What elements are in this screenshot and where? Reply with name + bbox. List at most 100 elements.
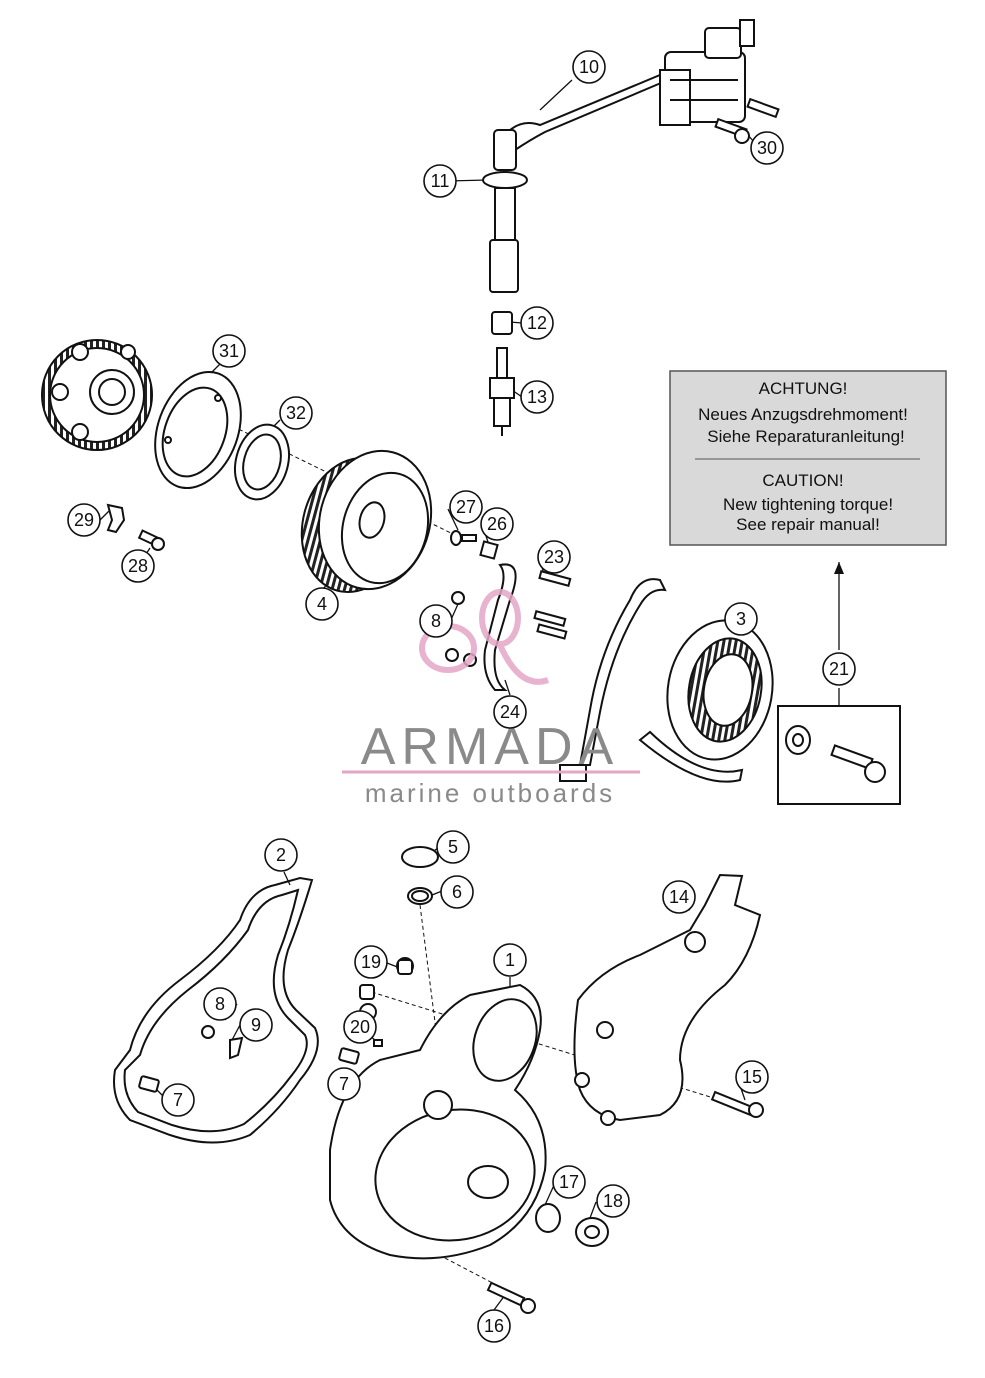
callout-circle <box>750 131 784 165</box>
callout-c8b: 8 <box>203 987 237 1021</box>
washer-27-nut-26 <box>450 530 499 560</box>
notice-de-line2: Siehe Reparaturanleitung! <box>707 427 905 446</box>
callout-c31: 31 <box>212 334 246 368</box>
callout-c10: 10 <box>572 50 606 84</box>
callout-circle <box>662 880 696 914</box>
callout-label: 29 <box>74 510 94 530</box>
notice-en-line2: See repair manual! <box>736 515 880 534</box>
callout-label: 28 <box>128 556 148 576</box>
bolts-15-16 <box>359 959 764 1314</box>
plug-5-oring-6 <box>401 846 439 905</box>
notice-de-title: ACHTUNG! <box>759 379 848 398</box>
callout-label: 3 <box>736 609 746 629</box>
oring-17-plug-18 <box>535 1203 609 1247</box>
callout-circle <box>477 1309 511 1343</box>
bolt-washer-21 <box>777 705 901 805</box>
plug-terminal-nut <box>491 311 513 335</box>
callout-c21: 21 <box>822 652 856 686</box>
callout-circle <box>67 503 101 537</box>
callout-label: 12 <box>527 313 547 333</box>
callout-circle <box>264 838 298 872</box>
arrow-head-icon <box>834 562 844 574</box>
callout-c23: 23 <box>537 540 571 574</box>
bearing-ring-32 <box>234 423 290 501</box>
callout-c30: 30 <box>750 131 784 165</box>
callout-c17: 17 <box>552 1165 586 1199</box>
callout-circle <box>520 380 554 414</box>
callout-label: 16 <box>484 1316 504 1336</box>
clip-29-bolt-28 <box>106 503 165 551</box>
flywheel-rotor <box>300 449 433 594</box>
callout-label: 23 <box>544 547 564 567</box>
callout-circle <box>343 1010 377 1044</box>
callout-circle <box>203 987 237 1021</box>
callout-label: 32 <box>286 403 306 423</box>
notice-de-line1: Neues Anzugsdrehmoment! <box>698 405 908 424</box>
callout-label: 7 <box>339 1074 349 1094</box>
callout-c12: 12 <box>520 306 554 340</box>
callout-label: 11 <box>431 171 450 191</box>
callout-label: 8 <box>215 994 225 1014</box>
starter-gear <box>41 339 153 451</box>
callout-circle <box>354 945 388 979</box>
ignition-coil <box>503 19 755 152</box>
callout-circle <box>520 306 554 340</box>
callout-c4: 4 <box>305 587 339 621</box>
watermark-brand: ARMADA <box>361 718 619 776</box>
callout-circle <box>423 164 457 198</box>
callout-label: 7 <box>173 1090 183 1110</box>
callout-c8a: 8 <box>419 604 453 638</box>
callout-label: 2 <box>276 845 286 865</box>
callout-c16: 16 <box>477 1309 511 1343</box>
callout-circle <box>552 1165 586 1199</box>
notice-background <box>669 370 947 546</box>
callout-c29: 29 <box>67 503 101 537</box>
callout-label: 9 <box>251 1015 261 1035</box>
callout-c20: 20 <box>343 1010 377 1044</box>
callout-circle <box>121 549 155 583</box>
callout-c7b: 7 <box>327 1067 361 1101</box>
callout-label: 27 <box>456 497 476 517</box>
callout-circle <box>279 396 313 430</box>
callout-c15: 15 <box>735 1060 769 1094</box>
callout-circle <box>493 943 527 977</box>
callout-c19: 19 <box>354 945 388 979</box>
callout-c24: 24 <box>493 695 527 729</box>
callout-label: 24 <box>500 702 520 722</box>
bolt-30 <box>714 97 780 144</box>
callout-label: 31 <box>219 341 239 361</box>
watermark: ARMADA marine outboards <box>342 589 640 808</box>
callout-label: 5 <box>448 837 458 857</box>
callout-c5: 5 <box>436 830 470 864</box>
callout-circle <box>449 490 483 524</box>
callout-c2: 2 <box>264 838 298 872</box>
ignition-cover-1 <box>329 957 547 1260</box>
small-parts-7-8-9-20 <box>138 1025 383 1093</box>
notice-en-line1: New tightening torque! <box>723 495 893 514</box>
callout-label: 10 <box>579 57 599 77</box>
callout-c3: 3 <box>724 602 758 636</box>
spark-plug <box>489 347 515 436</box>
callout-c13: 13 <box>520 380 554 414</box>
callout-label: 8 <box>431 611 441 631</box>
notice-en-title: CAUTION! <box>762 471 843 490</box>
callout-c28: 28 <box>121 549 155 583</box>
callout-label: 21 <box>829 659 849 679</box>
freewheel-ring-31 <box>154 370 242 490</box>
callout-label: 6 <box>452 882 462 902</box>
callout-circle <box>440 875 474 909</box>
callout-circle <box>596 1184 630 1218</box>
pickup-sensor-24 <box>445 563 572 691</box>
callout-label: 26 <box>487 514 507 534</box>
callout-c14: 14 <box>662 880 696 914</box>
callout-label: 17 <box>559 1172 579 1192</box>
callout-circle <box>493 695 527 729</box>
callout-circle <box>436 830 470 864</box>
callout-c32: 32 <box>279 396 313 430</box>
callout-label: 19 <box>361 952 381 972</box>
callout-circle <box>822 652 856 686</box>
notice-box: ACHTUNG! Neues Anzugsdrehmoment! Siehe R… <box>669 370 947 546</box>
